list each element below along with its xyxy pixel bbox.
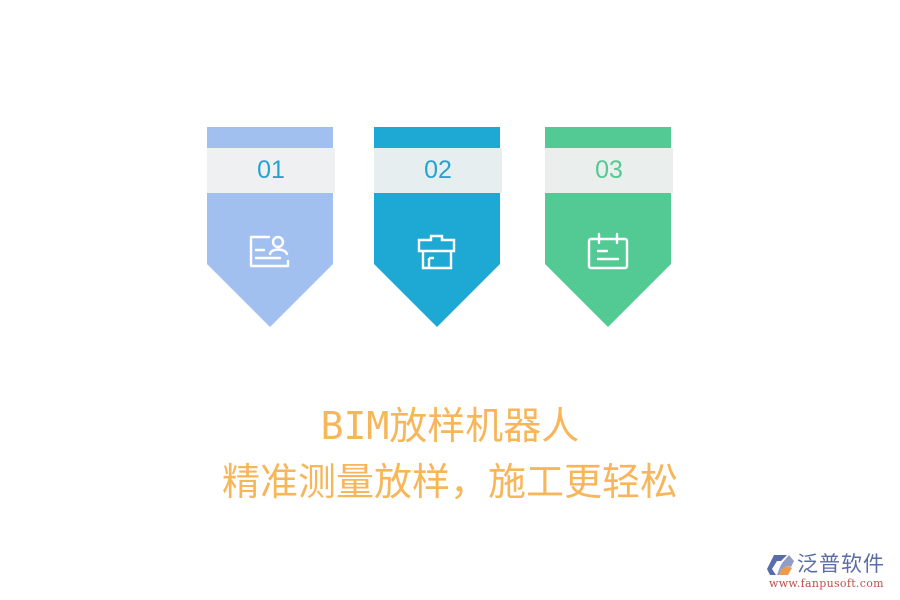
calendar-icon (585, 230, 631, 270)
house-building-icon (414, 230, 460, 270)
step-number: 03 (545, 148, 673, 193)
id-card-user-icon (247, 230, 293, 270)
step-card-01: 01 (207, 127, 335, 327)
logo-url: www.fanpusoft.com (769, 577, 884, 590)
step-card-02: 02 (374, 127, 502, 327)
step-number: 02 (374, 148, 502, 193)
brand-logo: 泛普软件 www.fanpusoft.com (767, 551, 897, 591)
title-line-1: BIM放样机器人 (320, 404, 580, 448)
logo-mark-icon (767, 553, 795, 577)
step-card-03: 03 (545, 127, 673, 327)
title-line-2: 精准测量放样，施工更轻松 (221, 460, 678, 504)
logo-name: 泛普软件 (797, 552, 885, 576)
step-number: 01 (207, 148, 335, 193)
